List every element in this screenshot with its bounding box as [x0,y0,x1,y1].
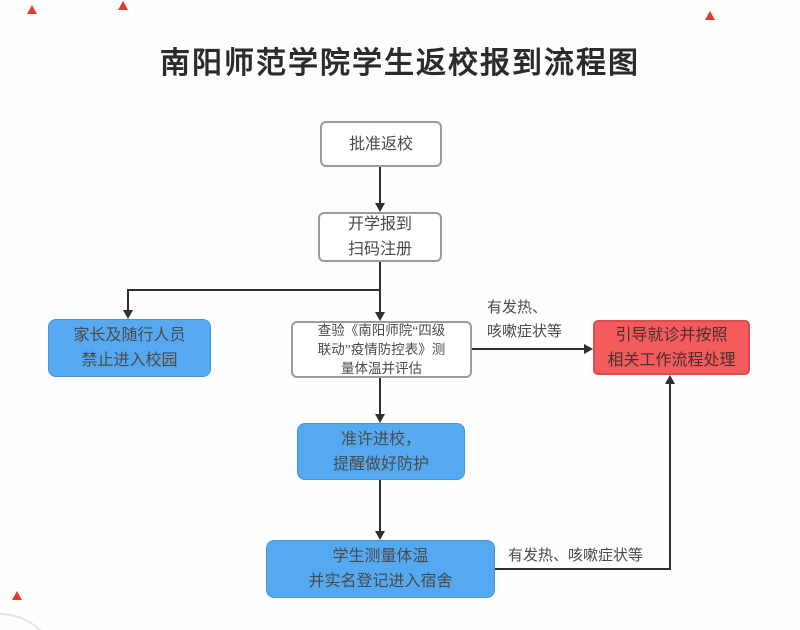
arrowhead-down-icon [375,414,385,423]
branch-label-line: 咳嗽症状等 [487,324,563,340]
node-label: 联动”疫情防控表》测 [317,342,446,357]
connector-check-to-guide [471,348,587,350]
node-label: 准许进校， [340,430,421,448]
arrowhead-down-icon [123,310,133,319]
node-label: 禁止进入校园 [81,352,178,369]
watermark-arc [0,613,58,630]
branch-label-fever-top: 有发热、 咳嗽症状等 [487,296,562,344]
node-dorm-registration: 学生测量体温 并实名登记进入宿舍 [266,540,495,598]
node-label: 提醒做好防护 [332,455,429,473]
node-label: 查验《南阳师院“四级 [317,323,446,338]
node-label: 开学报到 [347,216,412,233]
node-label: 扫码注册 [347,241,412,258]
node-label: 批准返校 [348,135,413,153]
connector-check-to-permit [379,378,381,416]
red-triangle-marker-icon [705,11,715,20]
connector-branch-left [127,289,381,291]
node-epidemic-check: 查验《南阳师院“四级 联动”疫情防控表》测 量体温并评估 [291,321,472,378]
branch-label-fever-bottom: 有发热、咳嗽症状等 [508,548,644,564]
node-label: 相关工作流程处理 [607,351,736,369]
connector-branch-to-parents [127,289,129,312]
connector-approve-to-register [379,167,381,205]
arrowhead-down-icon [375,531,385,540]
red-triangle-marker-icon [27,5,37,14]
node-parents-forbidden: 家长及随行人员 禁止进入校园 [48,319,211,377]
node-label: 量体温并评估 [341,361,422,376]
node-registration: 开学报到 扫码注册 [318,212,442,262]
connector-permit-to-dorm [379,480,381,533]
connector-dorm-to-guide-horizontal [495,568,671,570]
connector-register-to-check [379,262,381,314]
node-label: 并实名登记进入宿舍 [308,573,453,590]
arrowhead-right-icon [584,344,593,354]
node-label: 家长及随行人员 [73,327,186,344]
node-approve-return: 批准返校 [320,121,442,167]
arrowhead-down-icon [375,203,385,212]
node-permit-entry: 准许进校， 提醒做好防护 [297,423,465,480]
arrowhead-down-icon [375,312,385,321]
node-guide-treatment: 引导就诊并按照 相关工作流程处理 [593,320,750,375]
branch-label-line: 有发热、 [487,300,548,316]
red-triangle-marker-icon [12,591,22,600]
arrowhead-up-icon [665,375,675,384]
connector-dorm-to-guide-vertical [669,382,671,569]
page-title: 南阳师范学院学生返校报到流程图 [160,47,640,80]
node-label: 学生测量体温 [332,548,429,565]
node-label: 引导就诊并按照 [615,326,728,344]
red-triangle-marker-icon [118,1,128,10]
